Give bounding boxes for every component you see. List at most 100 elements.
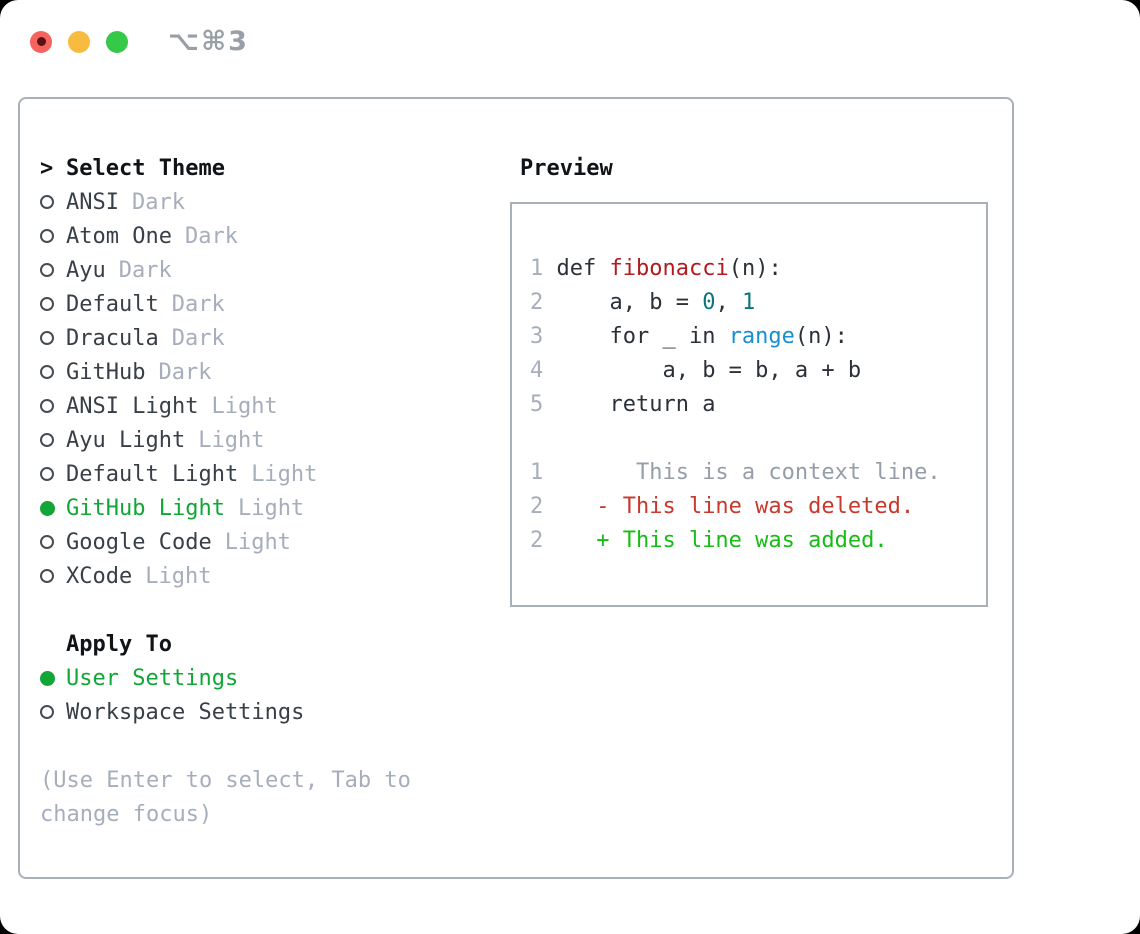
radio-icon [40,433,54,447]
theme-variant-tag: Light [237,495,305,521]
theme-variant-tag: Dark [118,257,172,283]
radio-icon [40,467,54,481]
apply-item-workspace-settings[interactable]: Workspace Settings [40,695,411,729]
apply-target-name: Workspace Settings [66,699,305,725]
code-token-del: - This line was deleted. [543,494,915,519]
theme-variant-tag: Light [211,393,278,419]
radio-icon [40,331,54,345]
theme-item-github[interactable]: GitHub Dark [40,355,411,389]
theme-item-google-code[interactable]: Google Code Light [40,525,411,559]
minimize-button-icon[interactable] [68,30,90,53]
theme-item-dracula[interactable]: Dracula Dark [40,321,411,355]
theme-item-xcode[interactable]: XCode Light [40,559,411,593]
theme-name: Ayu [66,257,106,283]
theme-item-ansi-light[interactable]: ANSI Light Light [40,389,411,423]
theme-name: ANSI Light [66,393,199,419]
theme-name: Default [66,291,159,317]
apply-to-header: Apply To [66,631,172,657]
code-token-lit: 1 [741,290,756,315]
line-number: 2 [530,528,544,553]
theme-item-ayu[interactable]: Ayu Dark [40,253,411,287]
theme-variant-tag: Dark [158,359,212,385]
line-number: 1 [530,256,544,281]
hint-text: (Use Enter to select, Tab to change focus… [40,763,411,831]
theme-item-default[interactable]: Default Dark [40,287,411,321]
code-token-pl: , [715,290,742,315]
theme-variant-tag: Light [251,461,318,487]
theme-variant-tag: Dark [171,325,225,351]
preview-box: 1 def fibonacci(n): 2 a, b = 0, 1 3 for … [510,202,988,607]
code-token-lit: 0 [702,290,716,315]
window-title: ⌥⌘3 [168,26,249,57]
line-number: 4 [530,358,544,383]
close-button-icon[interactable] [30,30,52,53]
apply-item-user-settings[interactable]: User Settings [40,661,411,695]
radio-icon [40,399,54,413]
theme-name: GitHub Light [66,495,225,521]
radio-icon [40,705,54,719]
theme-name: XCode [66,563,133,589]
theme-item-ayu-light[interactable]: Ayu Light Light [40,423,411,457]
code-token-pl: for _ in [543,324,729,349]
code-token-pl: return a [543,392,716,417]
hint-line: (Use Enter to select, Tab to [40,767,411,793]
select-theme-header-row: > Select Theme [40,151,411,185]
radio-icon [40,569,54,583]
code-token-pl: (n): [794,324,848,349]
code-token-pl: a, b = [543,290,703,315]
spacer-row [40,593,411,627]
theme-variant-tag: Dark [171,291,225,317]
apply-target-name: User Settings [66,665,239,691]
preview-section: Preview 1 def fibonacci(n): 2 a, b = 0, … [502,151,988,607]
titlebar: ⌥⌘3 [30,26,249,57]
theme-variant-tag: Light [198,427,265,453]
theme-variant-tag: Light [224,529,291,555]
theme-item-atom-one[interactable]: Atom One Dark [40,219,411,253]
line-number: 3 [530,324,544,349]
preview-header: Preview [520,155,613,181]
theme-name: Atom One [66,223,172,249]
code-token-add: + This line was added. [543,528,888,553]
theme-name: GitHub [66,359,146,385]
theme-name: Ayu Light [66,427,186,453]
radio-icon [40,365,54,379]
code-token-bi: range [728,324,795,349]
radio-icon [40,297,54,311]
spacer-row [40,729,411,763]
radio-selected-icon [40,500,55,516]
radio-icon [40,195,54,209]
code-token-fn: fibonacci [609,256,729,281]
code-token-kw: def [543,256,610,281]
theme-variant-tag: Dark [184,223,238,249]
radio-icon [40,229,54,243]
radio-icon [40,535,54,549]
code-token-ctx: This is a context line. [543,460,941,485]
prompt-icon: > [40,155,54,181]
radio-selected-icon [40,670,55,686]
code-preview: 1 def fibonacci(n): 2 a, b = 0, 1 3 for … [512,204,986,558]
theme-variant-tag: Light [145,563,212,589]
theme-item-github-light[interactable]: GitHub Light Light [40,491,411,525]
maximize-button-icon[interactable] [106,30,128,53]
theme-variant-tag: Dark [131,189,185,215]
theme-item-ansi[interactable]: ANSI Dark [40,185,411,219]
line-number: 2 [530,290,544,315]
line-number: 2 [530,494,544,519]
code-token-pl: (n): [728,256,782,281]
line-number: 1 [530,460,544,485]
close-dot-icon [36,37,46,46]
theme-item-default-light[interactable]: Default Light Light [40,457,411,491]
theme-name: Default Light [66,461,239,487]
theme-name: Dracula [66,325,159,351]
theme-name: ANSI [66,189,119,215]
select-theme-header: Select Theme [66,155,225,181]
theme-name: Google Code [66,529,212,555]
radio-icon [40,263,54,277]
hint-line: change focus) [40,801,213,827]
apply-to-header-row: Apply To [40,627,411,661]
line-number: 5 [530,392,544,417]
